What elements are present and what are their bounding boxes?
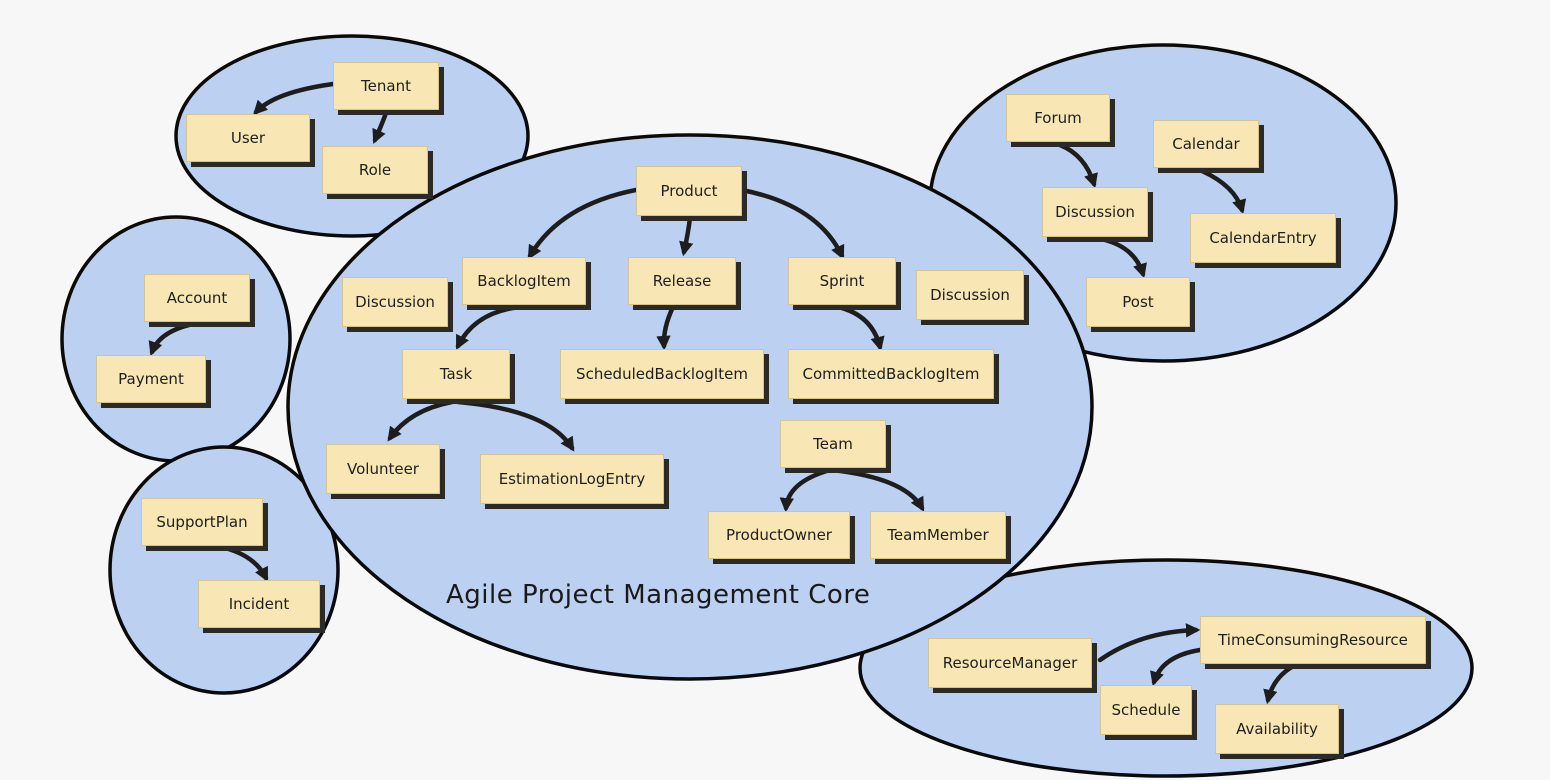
- billing-context: [60, 215, 292, 463]
- edge-release-scheduled: [656, 304, 676, 351]
- node-discussion-collab: Discussion: [1042, 187, 1148, 237]
- node-calendar-entry: CalendarEntry: [1190, 213, 1336, 263]
- edge-forum-discussion: [1057, 142, 1098, 189]
- edge-tenant-role: [372, 110, 389, 144]
- node-post: Post: [1086, 277, 1190, 327]
- edge-task-estimation: [455, 399, 575, 452]
- node-incident: Incident: [198, 580, 320, 628]
- core-context-label: Agile Project Management Core: [446, 580, 871, 610]
- node-availability: Availability: [1215, 704, 1339, 754]
- edge-supportplan-incident: [222, 545, 269, 582]
- edge-team-productowner: [779, 467, 833, 513]
- node-committed-backlog-item: CommittedBacklogItem: [788, 349, 994, 399]
- edge-product-release: [679, 215, 694, 257]
- edge-sprint-committed: [835, 304, 885, 352]
- edge-resourcemanager-timeconsuming: [1097, 623, 1201, 663]
- edge-timeconsuming-schedule: [1150, 647, 1203, 687]
- node-release: Release: [628, 257, 736, 305]
- edge-product-sprint: [739, 187, 845, 260]
- edge-product-backlogitem: [527, 187, 639, 260]
- node-team: Team: [780, 420, 886, 468]
- node-discussion-core-right: Discussion: [916, 270, 1024, 320]
- node-time-consuming-resource: TimeConsumingResource: [1200, 616, 1426, 664]
- node-role: Role: [322, 146, 428, 194]
- node-discussion-core-left: Discussion: [342, 277, 448, 327]
- node-user: User: [186, 114, 310, 162]
- node-resource-manager: ResourceManager: [928, 638, 1092, 688]
- edge-account-payment: [148, 320, 201, 357]
- node-tenant: Tenant: [333, 62, 439, 110]
- edge-discussion-post: [1102, 237, 1147, 279]
- node-team-member: TeamMember: [870, 511, 1006, 559]
- edge-calendar-calendarentry: [1199, 168, 1247, 215]
- node-sprint: Sprint: [788, 257, 896, 305]
- node-forum: Forum: [1006, 94, 1110, 142]
- node-account: Account: [144, 274, 250, 322]
- node-backlog-item: BacklogItem: [462, 257, 586, 305]
- node-volunteer: Volunteer: [326, 444, 440, 494]
- node-schedule: Schedule: [1100, 685, 1192, 735]
- edge-tenant-user: [253, 81, 336, 116]
- identity-access-context: [174, 34, 530, 238]
- node-estimation-log-entry: EstimationLogEntry: [480, 454, 664, 504]
- node-calendar: Calendar: [1153, 120, 1259, 168]
- edge-task-volunteer: [387, 399, 455, 442]
- edge-backlogitem-task: [455, 304, 523, 350]
- node-payment: Payment: [96, 355, 206, 403]
- edge-team-teammember: [829, 467, 925, 512]
- node-product: Product: [636, 166, 742, 216]
- node-scheduled-backlog-item: ScheduledBacklogItem: [560, 349, 764, 399]
- node-task: Task: [402, 349, 510, 399]
- node-product-owner: ProductOwner: [708, 511, 850, 559]
- node-support-plan: SupportPlan: [141, 498, 263, 546]
